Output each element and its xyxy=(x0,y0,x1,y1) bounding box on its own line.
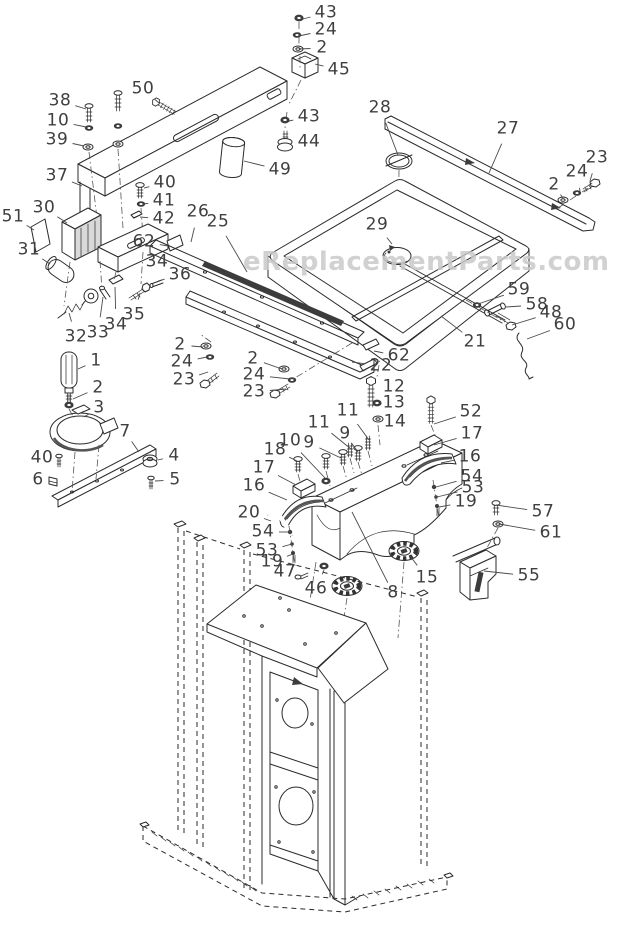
table-top xyxy=(267,152,530,378)
saw-cabinet xyxy=(206,584,389,906)
rear-fence-rail xyxy=(384,115,601,232)
front-rail-assembly xyxy=(149,239,380,399)
fence-head-assembly xyxy=(30,207,184,319)
watermark: eReplacementParts.com xyxy=(243,247,610,277)
center-bolt-hardware xyxy=(293,376,438,490)
fence-hardware-top xyxy=(82,14,319,253)
miter-gauge xyxy=(48,351,158,508)
rip-fence xyxy=(77,66,288,229)
motor-mount-bracket xyxy=(452,500,504,601)
